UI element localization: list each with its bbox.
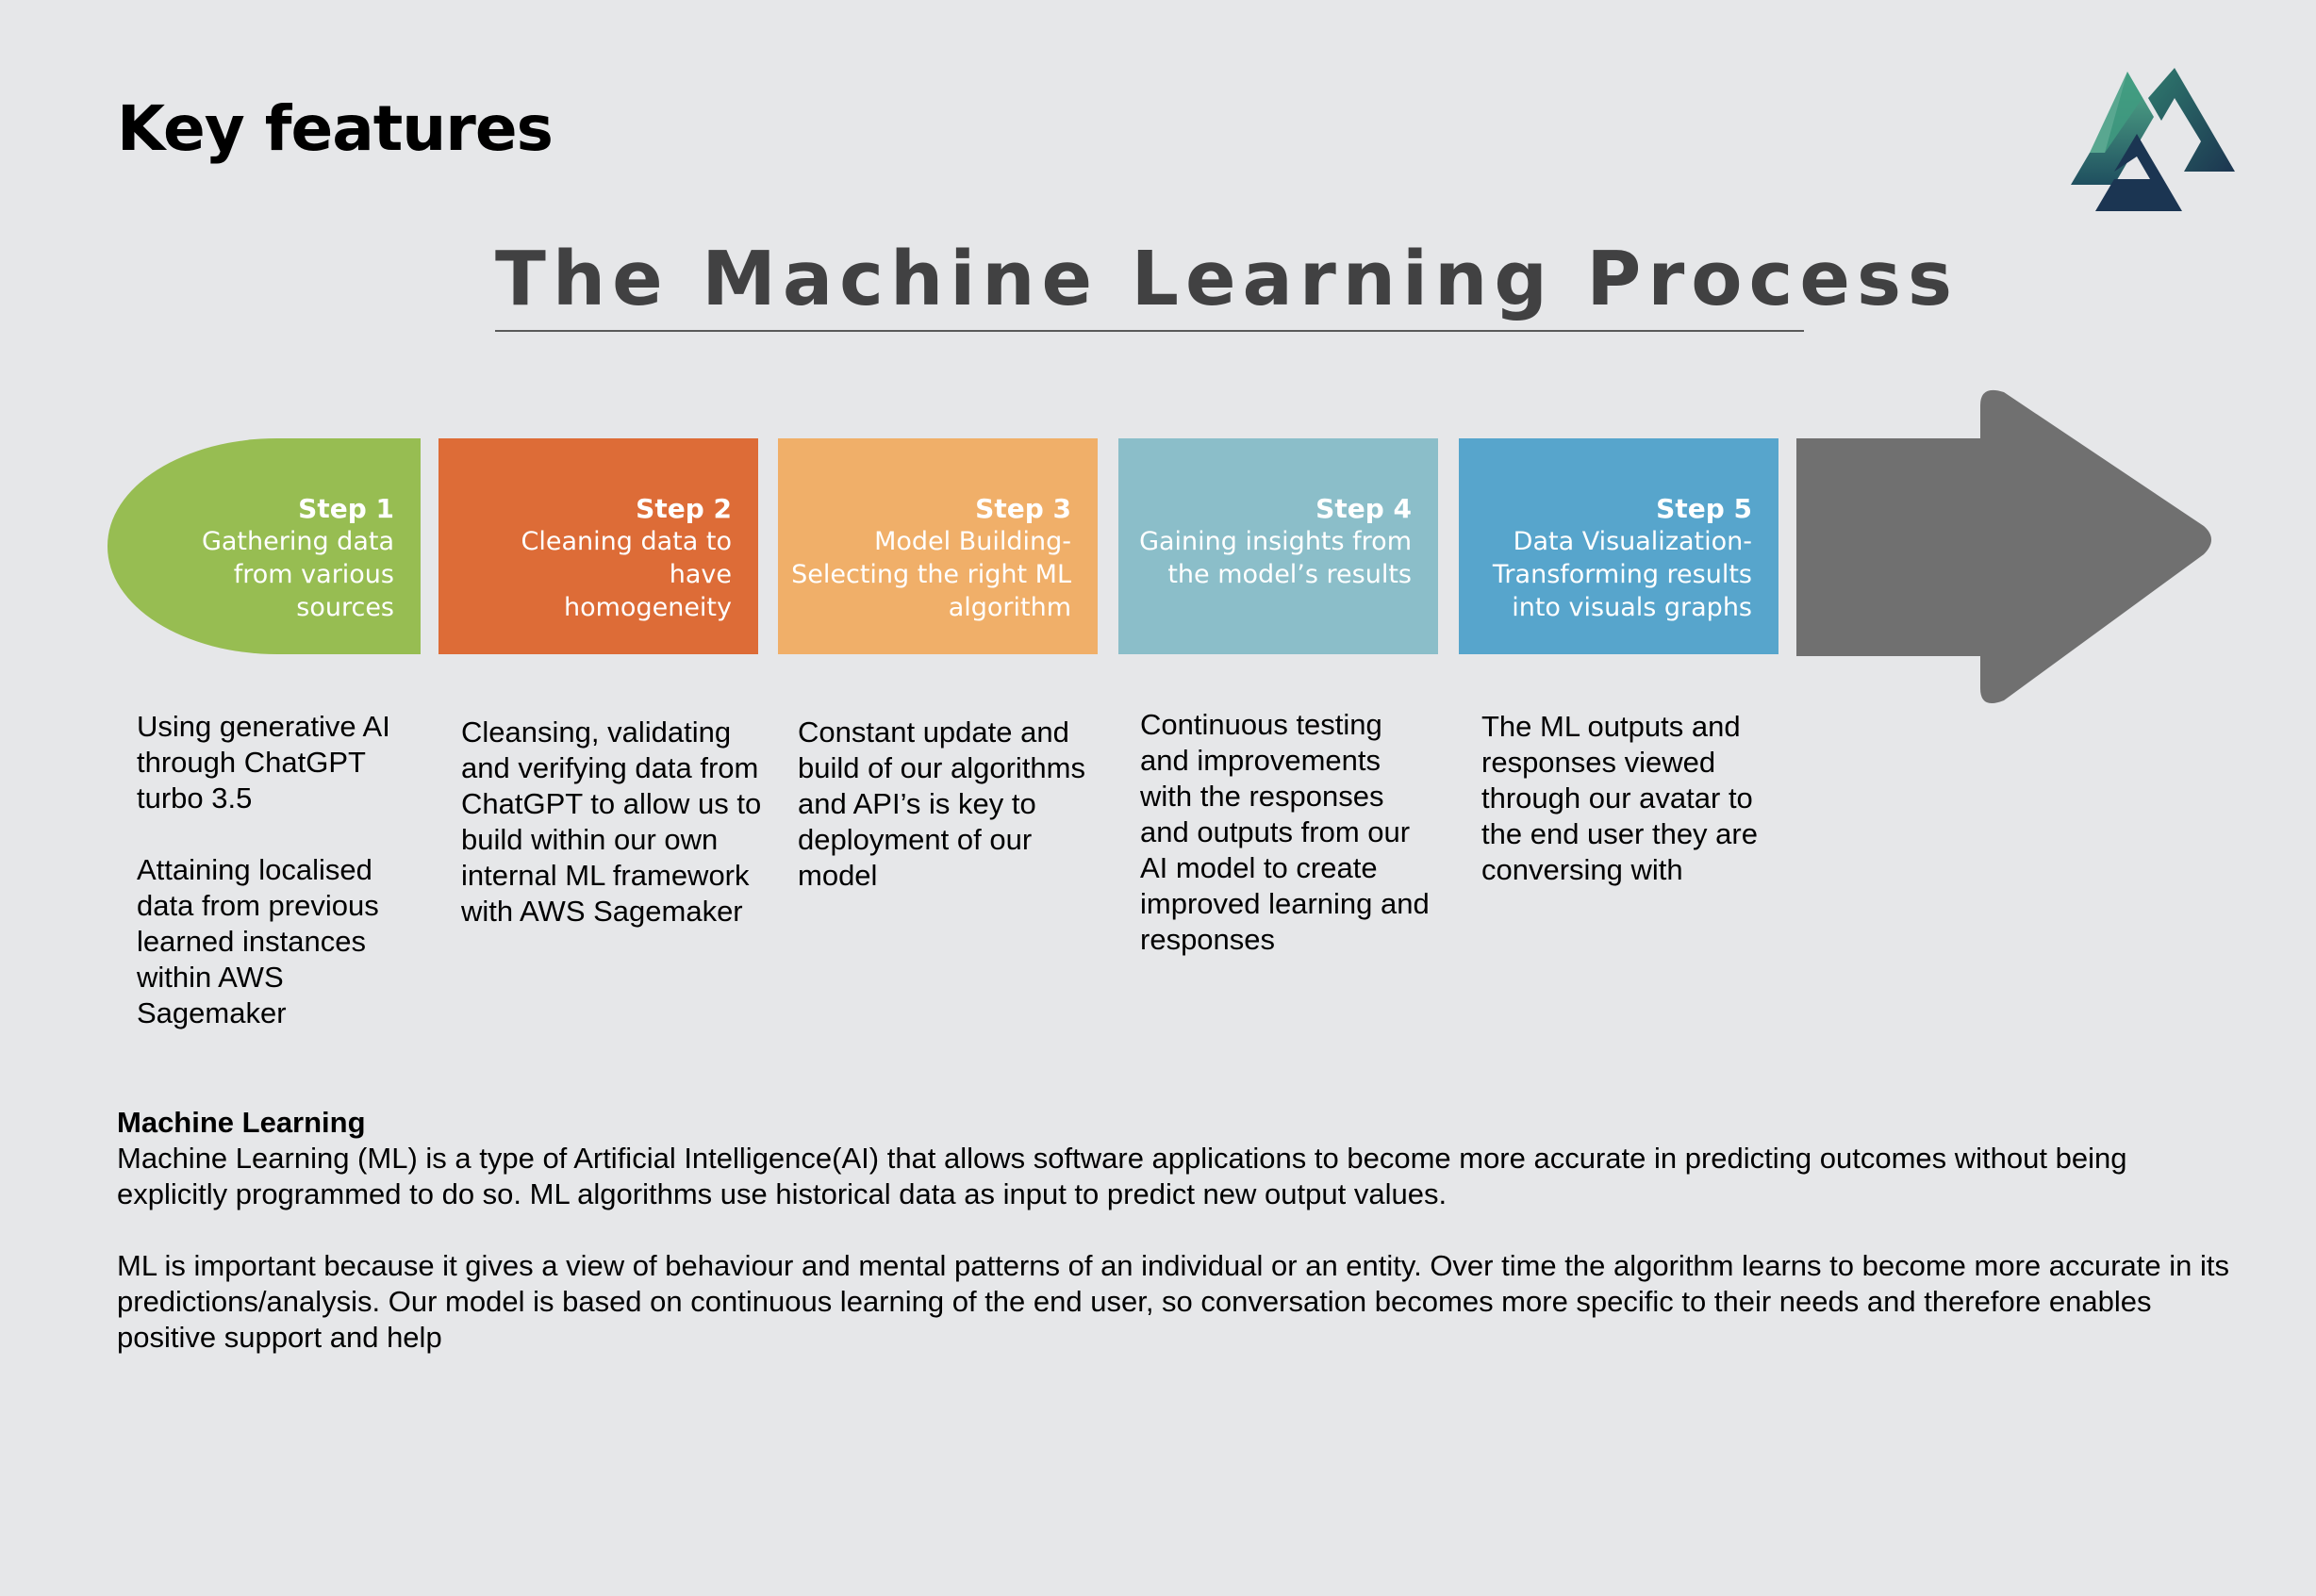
step-4-description-p1: Continuous testing and improvements with…	[1140, 708, 1430, 956]
step-1-label: Step 1	[298, 493, 394, 524]
step-1-description-p2: Attaining localised data from previous l…	[137, 853, 379, 1029]
step-5-text: Data Visualization- Transforming results…	[1492, 527, 1752, 622]
step-3-text: Model Building- Selecting the right ML a…	[791, 527, 1071, 622]
step-2-description-p1: Cleansing, validating and verifying data…	[461, 716, 762, 928]
step-3-box: Step 3 Model Building- Selecting the rig…	[778, 438, 1098, 654]
diagram-title: The Machine Learning Process	[495, 236, 1959, 322]
page-title: Key features	[117, 92, 554, 165]
step-2-description: Cleansing, validating and verifying data…	[461, 715, 763, 930]
step-4-label: Step 4	[1315, 493, 1412, 524]
step-1-text: Gathering data from various sources	[201, 527, 394, 622]
ml-explanation-section: Machine Learning Machine Learning (ML) i…	[117, 1105, 2229, 1356]
step-4-text: Gaining insights from the model’s result…	[1139, 527, 1412, 589]
triangle-knot-logo-icon	[2071, 68, 2235, 211]
step-3-description: Constant update and build of our algorit…	[798, 715, 1100, 894]
step-1-box: Step 1 Gathering data from various sourc…	[108, 438, 421, 654]
step-5-box: Step 5 Data Visualization- Transforming …	[1459, 438, 1778, 654]
step-1-description: Using generative AI through ChatGPT turb…	[137, 709, 420, 1031]
section-paragraph-2: ML is important because it gives a view …	[117, 1249, 2230, 1354]
step-2-text: Cleaning data to have homogeneity	[521, 527, 732, 622]
step-4-box: Step 4 Gaining insights from the model’s…	[1118, 438, 1438, 654]
section-heading: Machine Learning	[117, 1106, 366, 1139]
step-2-label: Step 2	[636, 493, 732, 524]
step-3-label: Step 3	[975, 493, 1071, 524]
step-1-description-p1: Using generative AI through ChatGPT turb…	[137, 710, 390, 814]
process-arrow-icon	[1796, 389, 2211, 704]
step-5-description-p1: The ML outputs and responses viewed thro…	[1481, 710, 1758, 886]
title-underline	[495, 330, 1804, 332]
step-3-description-p1: Constant update and build of our algorit…	[798, 716, 1085, 892]
section-paragraph-1: Machine Learning (ML) is a type of Artif…	[117, 1142, 2127, 1210]
step-5-label: Step 5	[1656, 493, 1752, 524]
step-5-description: The ML outputs and responses viewed thro…	[1481, 709, 1783, 888]
step-2-box: Step 2 Cleaning data to have homogeneity	[438, 438, 758, 654]
step-4-description: Continuous testing and improvements with…	[1140, 707, 1432, 958]
